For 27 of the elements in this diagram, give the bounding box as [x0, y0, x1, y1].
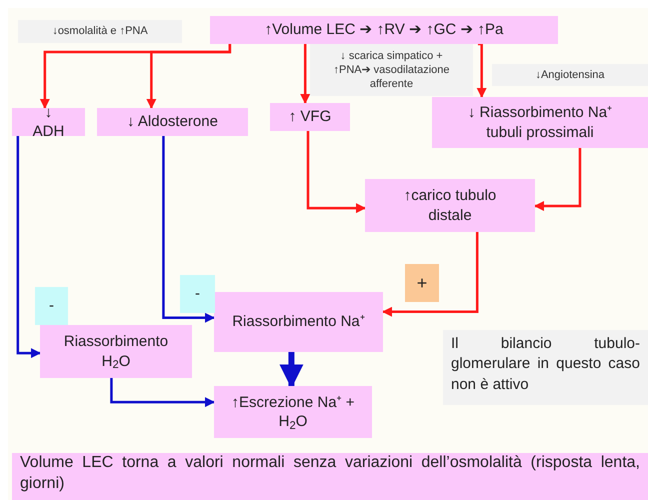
conclusion-box: Volume LEC torna a valori normali senza variazioni dell’osmolalità (risposta lenta, giorni)	[12, 453, 648, 500]
process-box: ↓ ADH	[12, 108, 85, 136]
arrow	[534, 148, 582, 212]
arrow	[162, 136, 215, 323]
process-box: ↓ Aldosterone	[97, 108, 248, 136]
process-box: ↓ Riassorbimento Na⁺ tubuli prossimali	[432, 97, 648, 148]
sign-box: +	[405, 264, 439, 302]
sign-box: -	[180, 275, 215, 313]
arrow	[300, 44, 310, 104]
arrow	[279, 352, 304, 388]
arrow	[476, 42, 487, 98]
arrow	[16, 136, 41, 358]
process-box: ↑Escrezione Na⁺ + H$_{2}$O	[214, 386, 372, 438]
arrow	[306, 131, 366, 214]
arrow	[110, 378, 215, 408]
arrow	[382, 232, 478, 317]
process-box: Riassorbimento Na⁺	[214, 292, 383, 352]
sign-box: -	[35, 287, 68, 325]
arrow	[146, 44, 232, 109]
process-box: ↑ VFG	[270, 103, 350, 131]
note-box: ↓osmolalità e ↑PNA	[18, 20, 182, 43]
process-box: Riassorbimento H$_{2}$O	[40, 325, 192, 378]
note-box: ↓ scarica simpatico + ↑PNA➔ vasodilatazione afferente	[310, 44, 473, 96]
process-box: ↑carico tubulo distale	[365, 179, 535, 232]
note-box: Il bilancio tubulo-glomerulare in questo caso non è attivo	[443, 330, 648, 405]
process-box: ↑Volume LEC ➔ ↑RV ➔ ↑GC ➔ ↑Pa	[210, 16, 558, 44]
note-box: ↓Angiotensina	[492, 64, 648, 86]
